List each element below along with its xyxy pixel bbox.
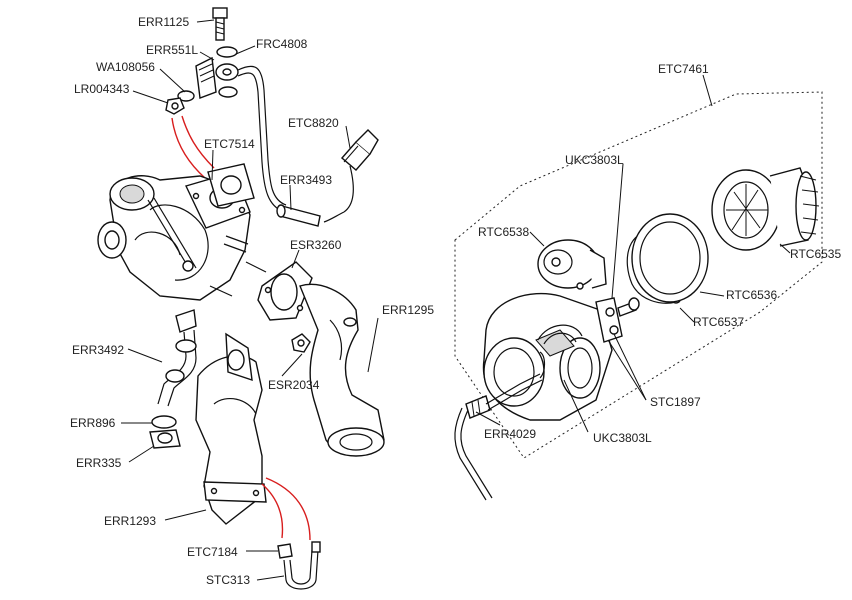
part-labels: ERR1125 ERR551L FRC4808 WA108056 LR00434… xyxy=(70,15,841,587)
wastegate-actuator-rtc6538 xyxy=(537,239,607,290)
cartridge-rtc6535 xyxy=(711,167,820,251)
label-rtc6538: RTC6538 xyxy=(478,225,529,239)
label-err4029: ERR4029 xyxy=(484,427,536,441)
turbocharger-body xyxy=(97,171,267,301)
u-bolt-stc313 xyxy=(283,541,321,590)
adaptor-err335 xyxy=(149,429,181,449)
label-rtc6537: RTC6537 xyxy=(693,315,744,329)
nut-esr2034 xyxy=(291,333,311,353)
label-ukc3803l-top: UKC3803L xyxy=(565,153,624,167)
label-err335: ERR335 xyxy=(76,456,122,470)
intake-elbow-err1293 xyxy=(195,332,267,525)
label-stc1897: STC1897 xyxy=(650,395,701,409)
label-rtc6536: RTC6536 xyxy=(726,288,777,302)
label-esr2034: ESR2034 xyxy=(268,378,320,392)
highlight-line xyxy=(171,117,206,179)
gasket-stc1897 xyxy=(595,297,623,343)
label-esr3260: ESR3260 xyxy=(290,238,342,252)
label-frc4808: FRC4808 xyxy=(256,37,308,51)
assembly-boundary-etc7461 xyxy=(454,91,823,459)
label-wa108056: WA108056 xyxy=(96,60,155,74)
label-err3493: ERR3493 xyxy=(280,173,332,187)
label-etc8820: ETC8820 xyxy=(288,116,339,130)
link-pipe xyxy=(485,373,541,405)
banjo-bolt-err1125 xyxy=(212,7,228,41)
highlight-line xyxy=(261,483,284,539)
gasket-err896 xyxy=(151,415,177,429)
label-err1293: ERR1293 xyxy=(104,514,156,528)
downpipe-err1295 xyxy=(299,283,385,457)
label-err1125: ERR1125 xyxy=(138,15,189,29)
label-err3492: ERR3492 xyxy=(72,343,124,357)
label-stc313: STC313 xyxy=(206,573,250,587)
label-etc7184: ETC7184 xyxy=(187,545,238,559)
highlight-line xyxy=(265,477,311,541)
link-pipe xyxy=(487,379,543,411)
oil-feed-pipe-etc8820 xyxy=(323,129,379,223)
bolt-ukc3803l xyxy=(617,297,640,317)
pipe-err4029 xyxy=(454,395,493,501)
label-etc7514: ETC7514 xyxy=(204,137,255,151)
gasket-esr3260 xyxy=(257,261,313,321)
nut-lr004343 xyxy=(165,97,185,115)
turbo-housing-exploded xyxy=(482,292,613,421)
label-err1295: ERR1295 xyxy=(382,303,434,317)
nut-etc7184 xyxy=(277,543,293,559)
label-err896: ERR896 xyxy=(70,416,116,430)
label-ukc3803l-bottom: UKC3803L xyxy=(593,431,652,445)
gasket-etc7514 xyxy=(207,163,255,207)
seal-plate-rtc6537 xyxy=(631,213,709,303)
label-etc7461: ETC7461 xyxy=(658,62,709,76)
stud-err551l xyxy=(195,56,217,99)
banjo-union-frc4808 xyxy=(215,46,287,213)
label-lr004343: LR004343 xyxy=(74,82,130,96)
oil-drain-pipe-err3492 xyxy=(157,309,197,407)
leader-lines xyxy=(121,19,791,581)
pipe-err3493 xyxy=(276,204,321,227)
washer-wa108056 xyxy=(177,90,195,102)
highlight-line xyxy=(181,115,215,169)
label-rtc6535: RTC6535 xyxy=(790,247,841,261)
label-err551l: ERR551L xyxy=(146,43,198,57)
